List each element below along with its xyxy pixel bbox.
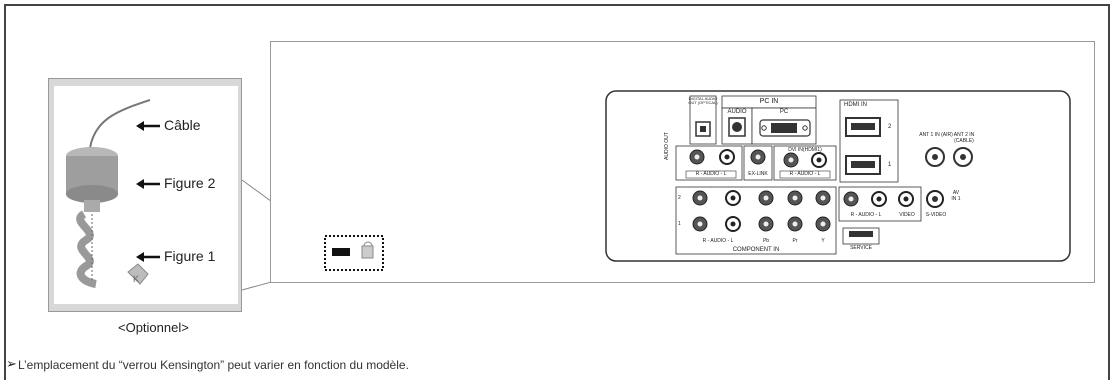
- kensington-lock-icon: [361, 245, 374, 259]
- optional-caption: <Optionnel>: [118, 320, 189, 335]
- pc-label: PC: [779, 109, 789, 115]
- service-port: [849, 231, 873, 237]
- audio-out-label: AUDIO OUT: [664, 132, 670, 160]
- hdmi-2-label: 2: [888, 124, 892, 130]
- label-cable: Câble: [164, 117, 201, 133]
- video-label: VIDEO: [899, 212, 915, 218]
- component-row-1-label: 1: [678, 221, 681, 227]
- av-audio-rl-label: R - AUDIO - L: [850, 212, 882, 218]
- connector-panel: [605, 90, 1071, 262]
- s-video-label: S-VIDEO: [925, 212, 947, 218]
- ant2-label: ANT 2 IN (CABLE): [953, 132, 975, 144]
- label-figure-1: Figure 1: [164, 248, 216, 264]
- service-label: SERVICE: [850, 245, 872, 251]
- kensington-slot-box: [324, 235, 384, 271]
- ex-link-label: EX-LINK: [748, 171, 768, 177]
- pb-label: Pb: [762, 238, 770, 244]
- pr-label: Pr: [792, 238, 798, 244]
- digital-audio-out-label: DIGITAL AUDIO OUT (OPTICAL): [688, 96, 718, 105]
- ant1-label: ANT 1 IN (AIR): [919, 132, 953, 138]
- note-arrow-icon: ➢: [6, 356, 17, 371]
- dvi-audio-rl-label: R - AUDIO - L: [789, 171, 821, 177]
- audio-label: AUDIO: [727, 109, 747, 115]
- dvi-in-label: DVI IN(HDMI1): [788, 147, 822, 153]
- y-label: Y: [821, 238, 825, 244]
- cable-line: [89, 99, 151, 149]
- component-in-label: COMPONENT IN: [732, 247, 780, 253]
- kensington-slot: [332, 248, 350, 256]
- pc-in-label: PC IN: [759, 98, 779, 105]
- hdmi-in-label: HDMI IN: [844, 102, 867, 108]
- hdmi-1-label: 1: [888, 162, 892, 168]
- audio-out-rl-label: R - AUDIO - L: [695, 171, 727, 177]
- component-audio-rl-label: R - AUDIO - L: [702, 238, 734, 244]
- kensington-note: L’emplacement du “verrou Kensington” peu…: [18, 358, 409, 372]
- svg-text:K: K: [133, 274, 139, 284]
- av-in-label: AV IN 1: [951, 190, 961, 202]
- page-frame: [4, 4, 1110, 380]
- label-figure-2: Figure 2: [164, 175, 216, 191]
- component-row-2-label: 2: [678, 195, 681, 201]
